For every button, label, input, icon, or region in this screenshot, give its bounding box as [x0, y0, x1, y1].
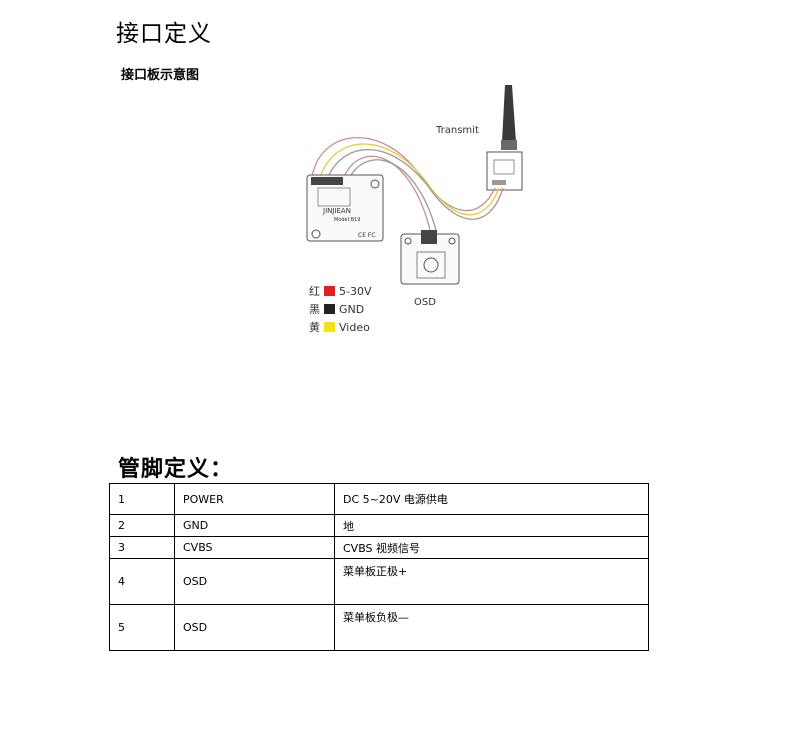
pin-number: 5: [109, 604, 175, 651]
antenna: [501, 85, 517, 150]
legend-red-cn: 红: [309, 285, 320, 298]
table-row: 5 OSD 菜单板负极—: [109, 604, 649, 651]
pin-description: 菜单板正极+: [334, 558, 649, 605]
pin-definition-table: 1 POWER DC 5~20V 电源供电 2 GND 地 3 CVBS CVB…: [109, 483, 649, 651]
legend-yellow-cn: 黄: [309, 320, 320, 334]
legend-black-swatch: [324, 304, 335, 314]
pin-name: OSD: [174, 604, 335, 651]
cables: [311, 137, 504, 231]
pin-number: 4: [109, 558, 175, 605]
osd-label: OSD: [414, 297, 436, 308]
table-row: 4 OSD 菜单板正极+: [109, 558, 649, 605]
receiver-board: JINJIEAN Model:B19 CE FC: [306, 174, 384, 242]
pin-description: 地: [334, 514, 649, 537]
brand-label: JINJIEAN: [322, 207, 351, 215]
interface-board-diagram: Transmit JINJIEAN Model:B19 CE FC OSD 红 …: [306, 85, 523, 334]
legend-black-cn: 黑: [309, 303, 320, 316]
pin-name: CVBS: [174, 536, 335, 559]
pin-number: 3: [109, 536, 175, 559]
pin-name: POWER: [174, 483, 335, 515]
pins-heading: 管脚定义：: [118, 457, 234, 482]
pin-number: 2: [109, 514, 175, 537]
pin-description: DC 5~20V 电源供电: [334, 483, 649, 515]
osd-board: [400, 230, 460, 285]
pin-number: 1: [109, 483, 175, 515]
wire-legend: 红 5-30V 黑 GND 黄 Video: [309, 285, 372, 334]
legend-red-swatch: [324, 286, 335, 296]
transmitter-module: [486, 151, 523, 191]
section-subtitle: 接口板示意图: [121, 68, 200, 83]
cert-label: CE FC: [358, 232, 376, 239]
pin-description: CVBS 视频信号: [334, 536, 649, 559]
legend-black-en: GND: [339, 303, 364, 316]
model-label: Model:B19: [334, 217, 361, 223]
pin-name: OSD: [174, 558, 335, 605]
legend-red-en: 5-30V: [339, 285, 372, 298]
legend-yellow-en: Video: [339, 321, 370, 334]
pin-description: 菜单板负极—: [334, 604, 649, 651]
page-title: 接口定义: [116, 21, 212, 47]
pin-name: GND: [174, 514, 335, 537]
transmit-label: Transmit: [435, 125, 479, 136]
table-row: 3 CVBS CVBS 视频信号: [109, 536, 649, 559]
legend-yellow-swatch: [324, 322, 335, 332]
table-row: 1 POWER DC 5~20V 电源供电: [109, 483, 649, 515]
table-row: 2 GND 地: [109, 514, 649, 537]
